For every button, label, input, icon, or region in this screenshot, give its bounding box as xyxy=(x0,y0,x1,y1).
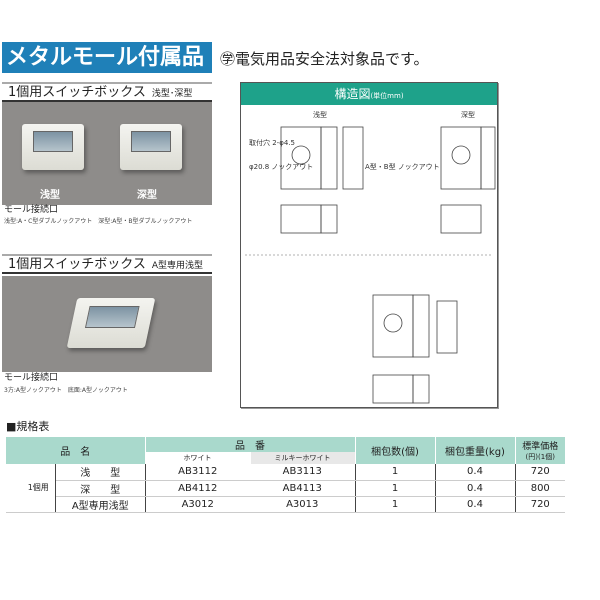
col-qty: 梱包数(個) xyxy=(354,437,435,464)
group-cell: 1個用 xyxy=(5,464,56,513)
structure-diagram-panel: 構造図(単位mm) 浅型 深型 取付穴 2-φ4.5 φ20.8 ノックアウト … xyxy=(240,82,498,408)
shallow-drawing: 取付穴 2-φ4.5 φ20.8 ノックアウト A型・B型 ノックアウト xyxy=(249,126,440,234)
col-white: ホワイト xyxy=(144,452,250,464)
caption-title: モール接続口 xyxy=(4,205,59,215)
spec-table: 品 名 品 番 梱包数(個) 梱包重量(kg) 標準価格(円)(1個) ホワイト… xyxy=(5,437,565,513)
diagram-callout: 取付穴 2-φ4.5 xyxy=(249,138,295,147)
diagram-header: 構造図(単位mm) xyxy=(241,83,497,105)
section-title: 1個用スイッチボックス xyxy=(8,85,146,100)
deep-drawing xyxy=(440,126,496,234)
diagram-callout: φ20.8 ノックアウト xyxy=(249,163,313,171)
product-photo-1: 浅型 深型 xyxy=(2,102,212,205)
caption-title: モール接続口 xyxy=(4,373,59,383)
structure-drawings: 浅型 深型 取付穴 2-φ4.5 φ20.8 ノックアウト A型・B型 ノックア… xyxy=(245,110,496,404)
cell-milky: A3013 xyxy=(250,496,355,513)
section-header-1: 1個用スイッチボックス浅型･深型 xyxy=(2,82,212,102)
cell-qty: 1 xyxy=(354,480,435,497)
cell-type: 浅 型 xyxy=(55,464,145,481)
cell-price: 720 xyxy=(514,496,565,513)
safety-notice: ㊫電気用品安全法対象品です。 xyxy=(220,50,429,68)
section-subtitle: A型専用浅型 xyxy=(151,261,204,271)
cell-white: A3012 xyxy=(144,496,250,513)
cell-weight: 0.4 xyxy=(434,464,515,481)
cell-white: AB4112 xyxy=(144,480,250,497)
photo-label: 深型 xyxy=(137,190,157,201)
cell-milky: AB3113 xyxy=(250,464,355,481)
price-label: 標準価格 xyxy=(522,442,559,452)
diagram-label: 浅型 xyxy=(313,110,327,119)
photo-label: 浅型 xyxy=(40,190,60,201)
cell-type: A型専用浅型 xyxy=(55,496,145,513)
cell-type: 深 型 xyxy=(55,480,145,497)
section-subtitle: 浅型･深型 xyxy=(151,89,193,99)
cell-qty: 1 xyxy=(354,496,435,513)
spec-table-label: ■規格表 xyxy=(6,420,50,433)
section-title: 1個用スイッチボックス xyxy=(8,257,146,272)
cell-qty: 1 xyxy=(354,464,435,481)
price-unit: (円)(1個) xyxy=(525,453,555,461)
cell-price: 720 xyxy=(514,464,565,481)
section-header-2: 1個用スイッチボックス A型専用浅型 xyxy=(2,254,212,274)
cell-weight: 0.4 xyxy=(434,496,515,513)
col-milky: ミルキーホワイト xyxy=(249,452,355,464)
col-name: 品 名 xyxy=(5,437,145,464)
cell-price: 800 xyxy=(514,480,565,497)
cell-weight: 0.4 xyxy=(434,480,515,497)
diagram-title: 構造図 xyxy=(334,87,371,101)
caption-detail: 浅型:A・C型ダブルノックアウト 深型:A型・B型ダブルノックアウト xyxy=(4,218,193,225)
col-weight: 梱包重量(kg) xyxy=(434,437,515,464)
cell-white: AB3112 xyxy=(144,464,250,481)
diagram-callout: A型・B型 ノックアウト xyxy=(365,162,440,171)
diagram-label: 深型 xyxy=(461,110,475,119)
cell-milky: AB4113 xyxy=(250,480,355,497)
diagram-unit: (単位mm) xyxy=(370,92,404,100)
caption-detail: 3方:A型ノックアウト 底面:A型ノックアウト xyxy=(4,387,128,394)
col-part-no: 品 番 xyxy=(144,437,355,452)
col-price: 標準価格(円)(1個) xyxy=(514,437,565,464)
page-title: メタルモール付属品 xyxy=(2,42,212,73)
a-type-drawing xyxy=(372,294,458,404)
product-photo-2 xyxy=(2,276,212,372)
